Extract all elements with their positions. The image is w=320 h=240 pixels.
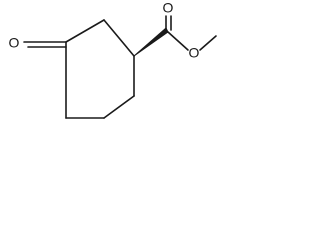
ketone-double-bond [23,41,67,48]
stereo-wedge-bond [133,27,169,57]
ester-single-bonds [167,31,217,51]
ester-oxygen-label: O [189,45,200,61]
molecule-drawing: O O O [9,0,217,119]
molecule-canvas: O O O [0,0,220,134]
ring-bond-c4-c5 [103,95,135,119]
ester-bond-o-methyl [199,35,217,51]
ester-carbonyl-double-bond [165,15,172,31]
ketone-oxygen-label: O [9,35,20,51]
ring-bond-c1-c2 [65,19,105,43]
ester-bond-c-o [167,31,189,51]
ring [65,19,135,119]
ring-bond-c2-c3 [103,19,135,57]
carbonyl-oxygen-label: O [163,0,174,16]
